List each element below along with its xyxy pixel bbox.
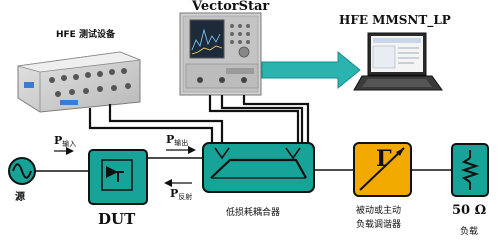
vectorstar-label: VectorStar bbox=[192, 0, 270, 14]
p-output-symbol: P bbox=[166, 133, 175, 146]
p-reflected-symbol: P bbox=[170, 187, 179, 200]
tuner-label-line1: 被动或主动 bbox=[356, 206, 402, 216]
load-label: 负载 bbox=[460, 227, 479, 237]
tuner-block bbox=[353, 142, 412, 197]
reflected-power-arrow bbox=[164, 179, 172, 187]
source-label: 源 bbox=[15, 192, 25, 203]
vectorstar-analyzer bbox=[179, 12, 262, 96]
hfe-test-equipment-device bbox=[17, 51, 141, 113]
p-input-label: P输入 bbox=[54, 134, 76, 149]
dut-block bbox=[88, 149, 148, 205]
tuner-label-line2: 负载调谐器 bbox=[356, 220, 402, 230]
p-reflected-label: P反射 bbox=[170, 187, 192, 202]
input-power-arrow bbox=[66, 147, 74, 155]
p-output-label: P输出 bbox=[166, 133, 188, 148]
signal-source bbox=[8, 157, 36, 185]
rf-signal-path bbox=[33, 157, 452, 172]
coupler-block bbox=[202, 142, 315, 193]
coupler-label: 低损耗耦合器 bbox=[226, 208, 281, 218]
load-block bbox=[451, 143, 489, 197]
p-input-symbol: P bbox=[54, 134, 63, 147]
p-input-subscript: 输入 bbox=[62, 140, 77, 148]
software-label: HFE MMSNT_LP bbox=[339, 13, 451, 27]
hfe-test-equipment-label: HFE 测试设备 bbox=[56, 30, 115, 40]
tuner-gamma-symbol: Γ bbox=[376, 146, 392, 172]
measurement-cables bbox=[88, 95, 310, 143]
signal-arrows bbox=[54, 146, 196, 187]
p-reflected-subscript: 反射 bbox=[178, 193, 193, 201]
p-output-subscript: 输出 bbox=[174, 139, 189, 147]
load-value-label: 50 Ω bbox=[452, 203, 487, 218]
output-power-arrow bbox=[188, 146, 196, 154]
data-flow-arrow bbox=[261, 50, 361, 90]
laptop-computer bbox=[353, 32, 443, 91]
dut-label: DUT bbox=[98, 210, 136, 228]
